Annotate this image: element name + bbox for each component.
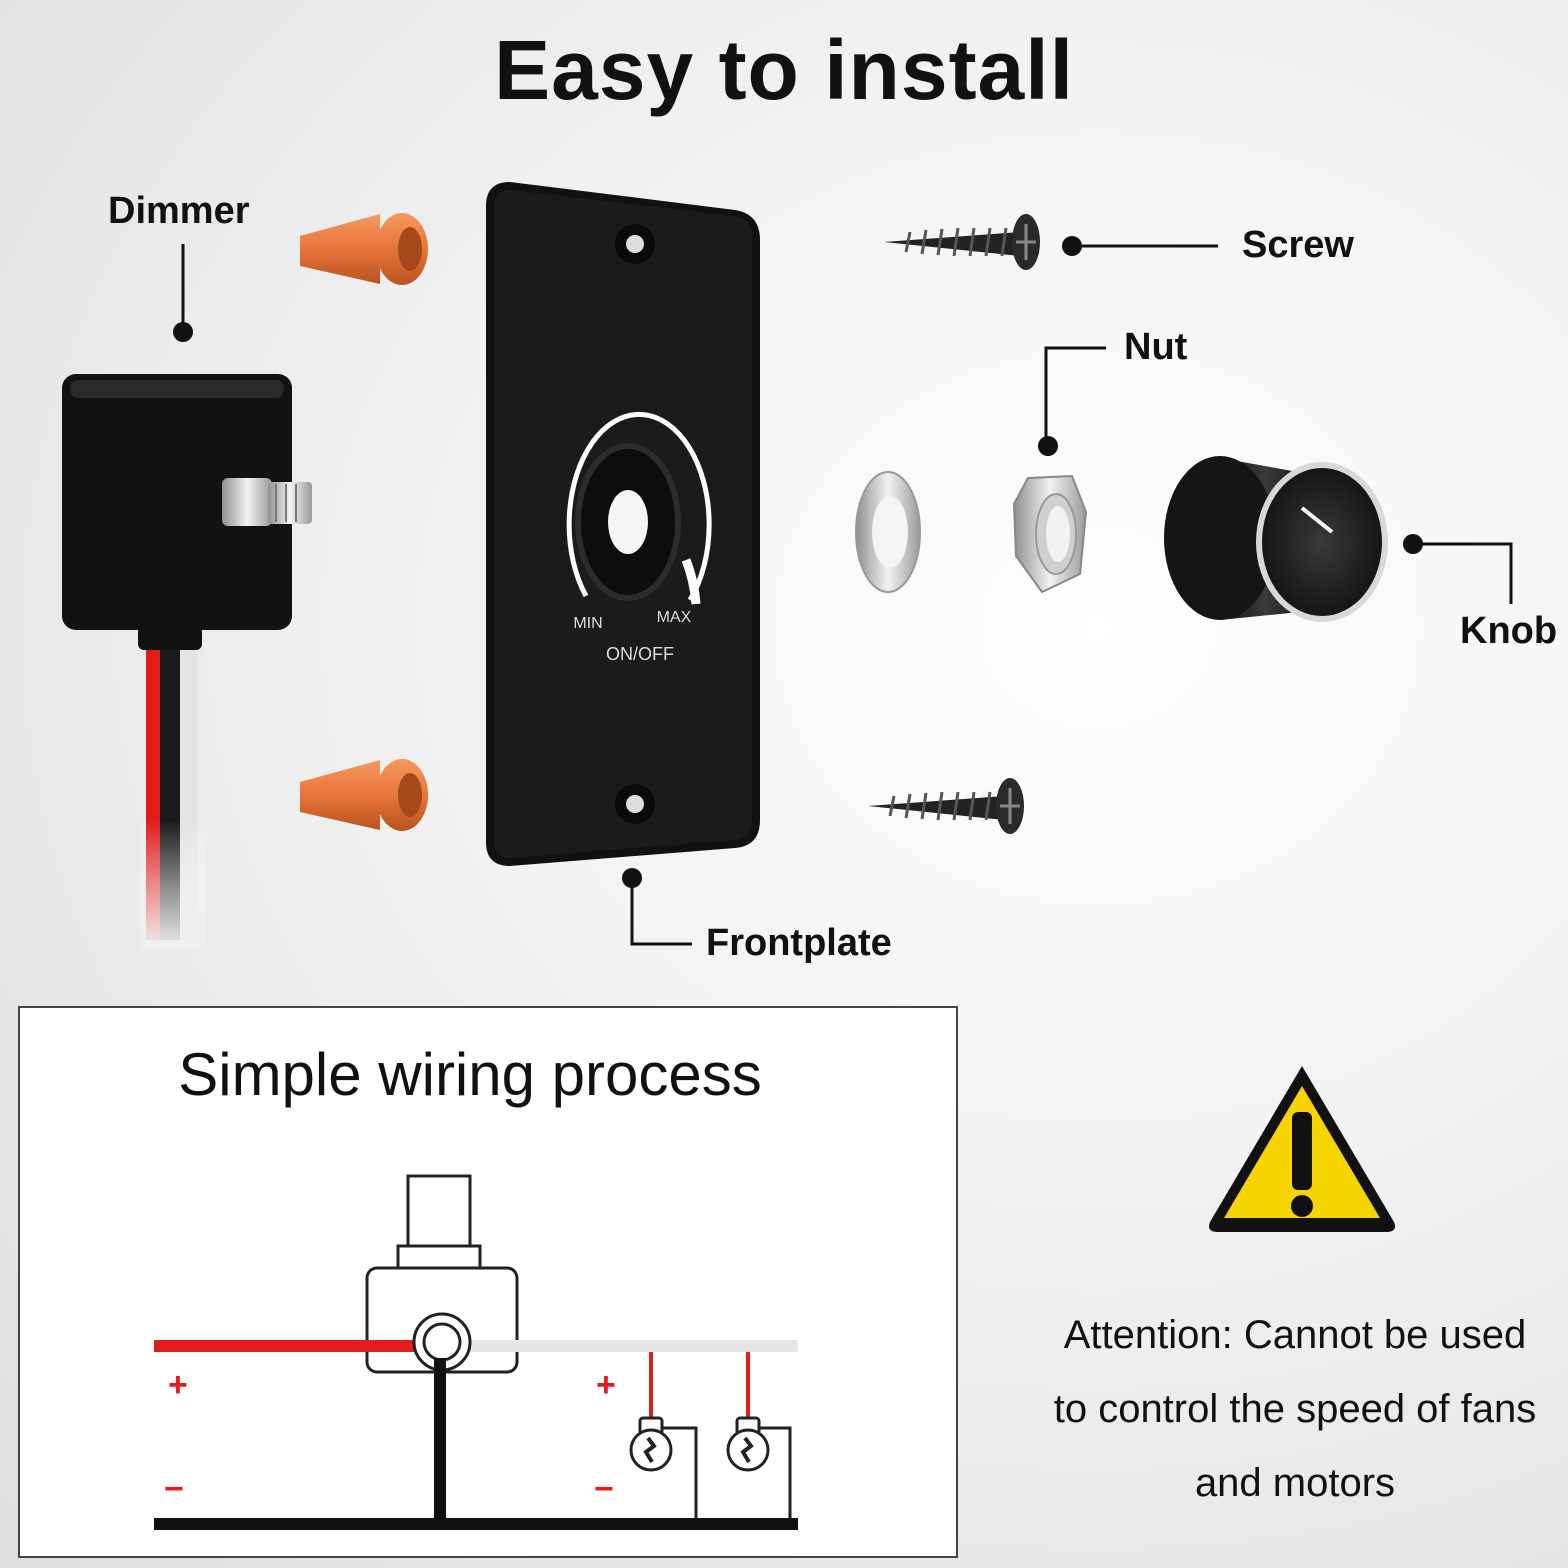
washer (855, 471, 921, 593)
warning-icon (1209, 1066, 1395, 1232)
input-minus-sign: − (164, 1470, 184, 1508)
product-illustration: MIN MAX ON/OFF (62, 182, 1513, 950)
frontplate: MIN MAX ON/OFF (486, 182, 760, 866)
plate-onoff-label: ON/OFF (606, 644, 674, 664)
dimmer-label: Dimmer (108, 190, 250, 232)
dimmer-wires (140, 640, 206, 950)
screw-label: Screw (1242, 224, 1354, 266)
input-plus-sign: + (168, 1366, 188, 1404)
nut (1012, 474, 1088, 594)
wire-connector-top (300, 213, 428, 285)
wiring-panel (18, 1006, 958, 1558)
screw-top (884, 214, 1040, 270)
knob-label: Knob (1460, 610, 1558, 652)
callout-leaders (173, 236, 1513, 946)
attention-line-1: Attention: Cannot be used (1063, 1313, 1527, 1357)
output-minus-sign: − (594, 1470, 614, 1508)
plate-max-label: MAX (657, 609, 692, 626)
bulb-icon (726, 1416, 792, 1518)
attention-note: Attention: Cannot be used to control the… (1030, 1298, 1560, 1520)
attention-line-2: to control the speed of fans (1053, 1387, 1537, 1431)
output-plus-sign: + (596, 1366, 616, 1404)
wiring-title: Simple wiring process (178, 1041, 762, 1108)
page-title: Easy to install (494, 23, 1074, 117)
wire-connector-bottom (300, 759, 428, 831)
knob (1164, 456, 1388, 622)
screw-bottom (868, 778, 1024, 834)
dimmer (62, 374, 312, 650)
attention-line-3: and motors (1194, 1461, 1396, 1505)
frontplate-label: Frontplate (706, 922, 892, 964)
nut-label: Nut (1124, 326, 1188, 368)
plate-min-label: MIN (573, 615, 602, 632)
wiring-diagram (154, 1174, 798, 1530)
bulb-icon (629, 1416, 698, 1518)
